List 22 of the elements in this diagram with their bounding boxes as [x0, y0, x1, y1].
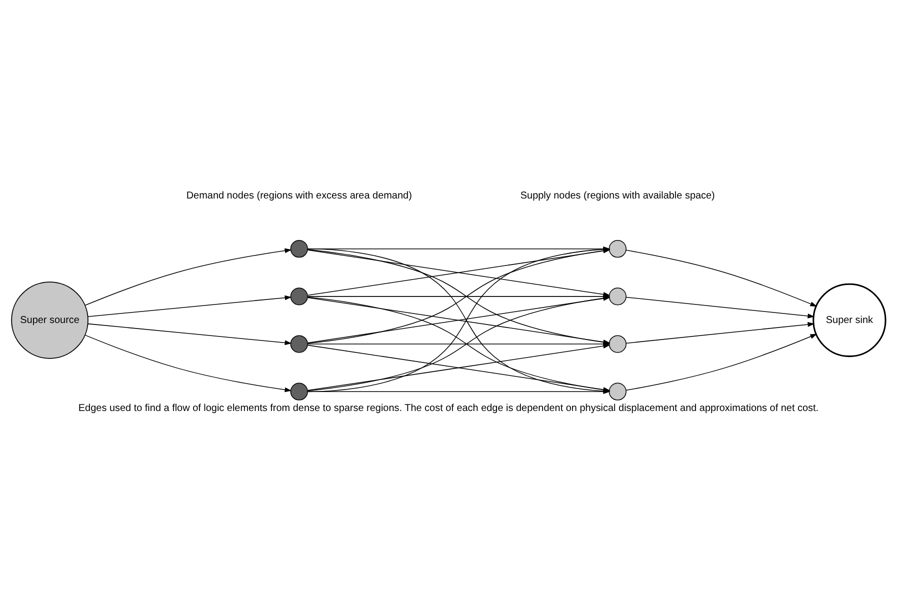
arrow — [84, 248, 292, 306]
label: Supply nodes (regions with available space) — [520, 190, 715, 202]
arrow — [626, 334, 818, 391]
node-circle — [290, 288, 308, 306]
arrow — [626, 296, 815, 318]
node-circle — [290, 335, 308, 353]
arrow — [84, 334, 292, 392]
node-circle: Super sink — [812, 283, 886, 358]
arrow — [626, 250, 818, 307]
node-circle — [608, 382, 626, 400]
caption: Edges used to find a flow of logic elements from dense to sparse regions. The cost of each edge is dependent on physical displacement and approximations of net cost. — [78, 403, 819, 414]
node-circle — [608, 288, 626, 306]
node-circle: Super source — [11, 282, 88, 359]
node-circle — [290, 382, 308, 400]
arrow — [88, 295, 292, 318]
arrow — [307, 294, 610, 299]
label: Demand nodes (regions with excess area demand) — [186, 190, 412, 202]
node-circle — [608, 240, 626, 258]
node-circle — [290, 240, 308, 258]
arrow — [88, 323, 292, 346]
arrow — [626, 322, 815, 344]
node-circle — [608, 335, 626, 353]
